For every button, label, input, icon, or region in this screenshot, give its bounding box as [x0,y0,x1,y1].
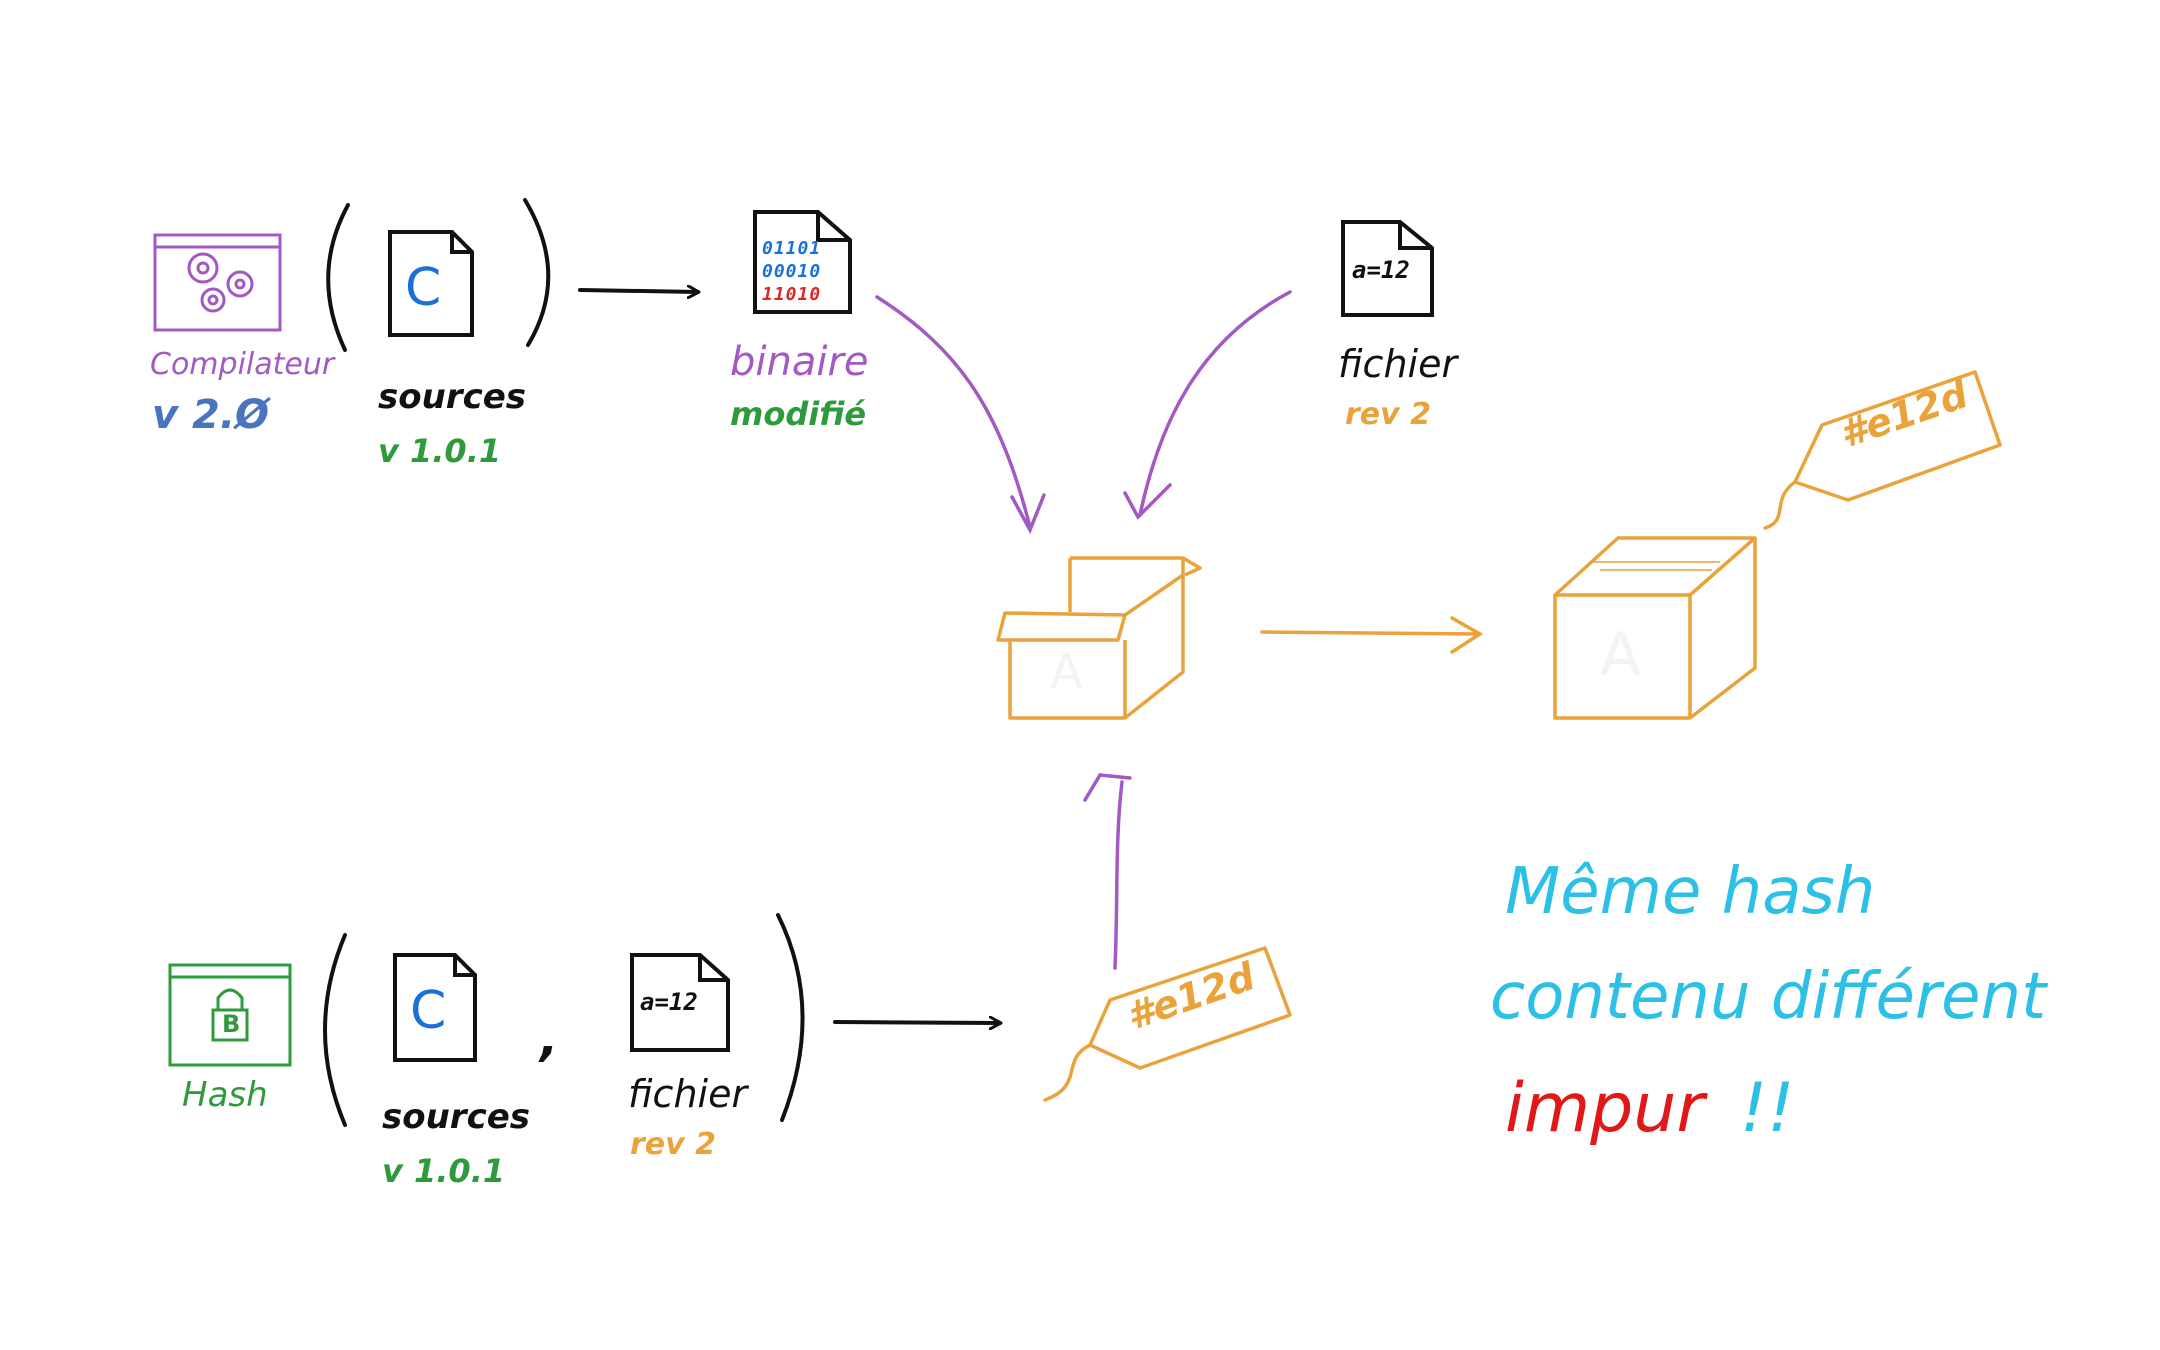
arrow-binary-to-box [875,295,1046,535]
closed-box-tag [1763,370,2002,530]
config-label-top: fichier [1338,342,1458,386]
config-content-top: a=12 [1352,256,1410,284]
compiler-label: Compilateur [150,347,335,382]
config-label-bottom: fichier [628,1072,748,1116]
note-impure: impur !! [1505,1075,1795,1143]
binary-bits-row-2: 00010 [762,261,822,282]
note-same-hash: Même hash [1505,855,1876,929]
config-file-icon-top [1341,220,1434,317]
argument-separator: , [540,1011,559,1067]
binary-bits-row-1: 01101 [762,238,822,259]
open-paren-top [326,203,350,352]
hash-icon [168,963,292,1067]
close-paren-top [523,198,551,347]
source-file-icon-top [388,230,474,337]
hash-lock-letter: B [222,1010,241,1038]
open-box-letter: A [1050,644,1083,700]
arrow-file-to-box [1123,290,1292,520]
binary-label: binaire [730,339,869,385]
hash-label: Hash [182,1075,268,1115]
arrow-inputs-to-hash [833,1022,1000,1023]
compiler-version: v 2.Ø [152,392,270,438]
gears-icon [187,252,254,313]
config-content-bottom: a=12 [640,988,698,1016]
compiler-icon [153,233,282,332]
sources-version-top: v 1.0.1 [378,432,502,470]
sources-label-top: sources [378,377,527,417]
source-file-icon-bottom [393,953,477,1062]
binary-file-icon [753,210,852,314]
arrow-open-to-closed [1260,616,1484,654]
config-file-icon-bottom [630,953,730,1052]
binary-status: modifié [730,395,867,433]
arrow-hash-to-box [1083,773,1132,970]
lock-icon [211,988,249,1042]
sources-label-bottom: sources [382,1097,531,1137]
binary-bits-row-3: 11010 [762,284,822,305]
arrow-sources-to-binary [578,290,698,292]
note-impure-word: impur [1505,1069,1705,1148]
sources-letter-bottom: C [410,981,447,1041]
closed-box-letter: A [1600,620,1642,690]
sources-version-bottom: v 1.0.1 [382,1152,506,1190]
config-rev-bottom: rev 2 [630,1127,717,1162]
note-exclamation: !! [1739,1069,1795,1148]
note-different-content: contenu différent [1490,960,2047,1034]
open-box [996,556,1202,720]
closed-box [1553,536,1757,720]
config-rev-top: rev 2 [1345,397,1432,432]
close-paren-bottom [776,913,805,1122]
open-paren-bottom [323,933,347,1127]
sources-letter-top: C [405,258,442,318]
hash-tag [1043,946,1292,1102]
